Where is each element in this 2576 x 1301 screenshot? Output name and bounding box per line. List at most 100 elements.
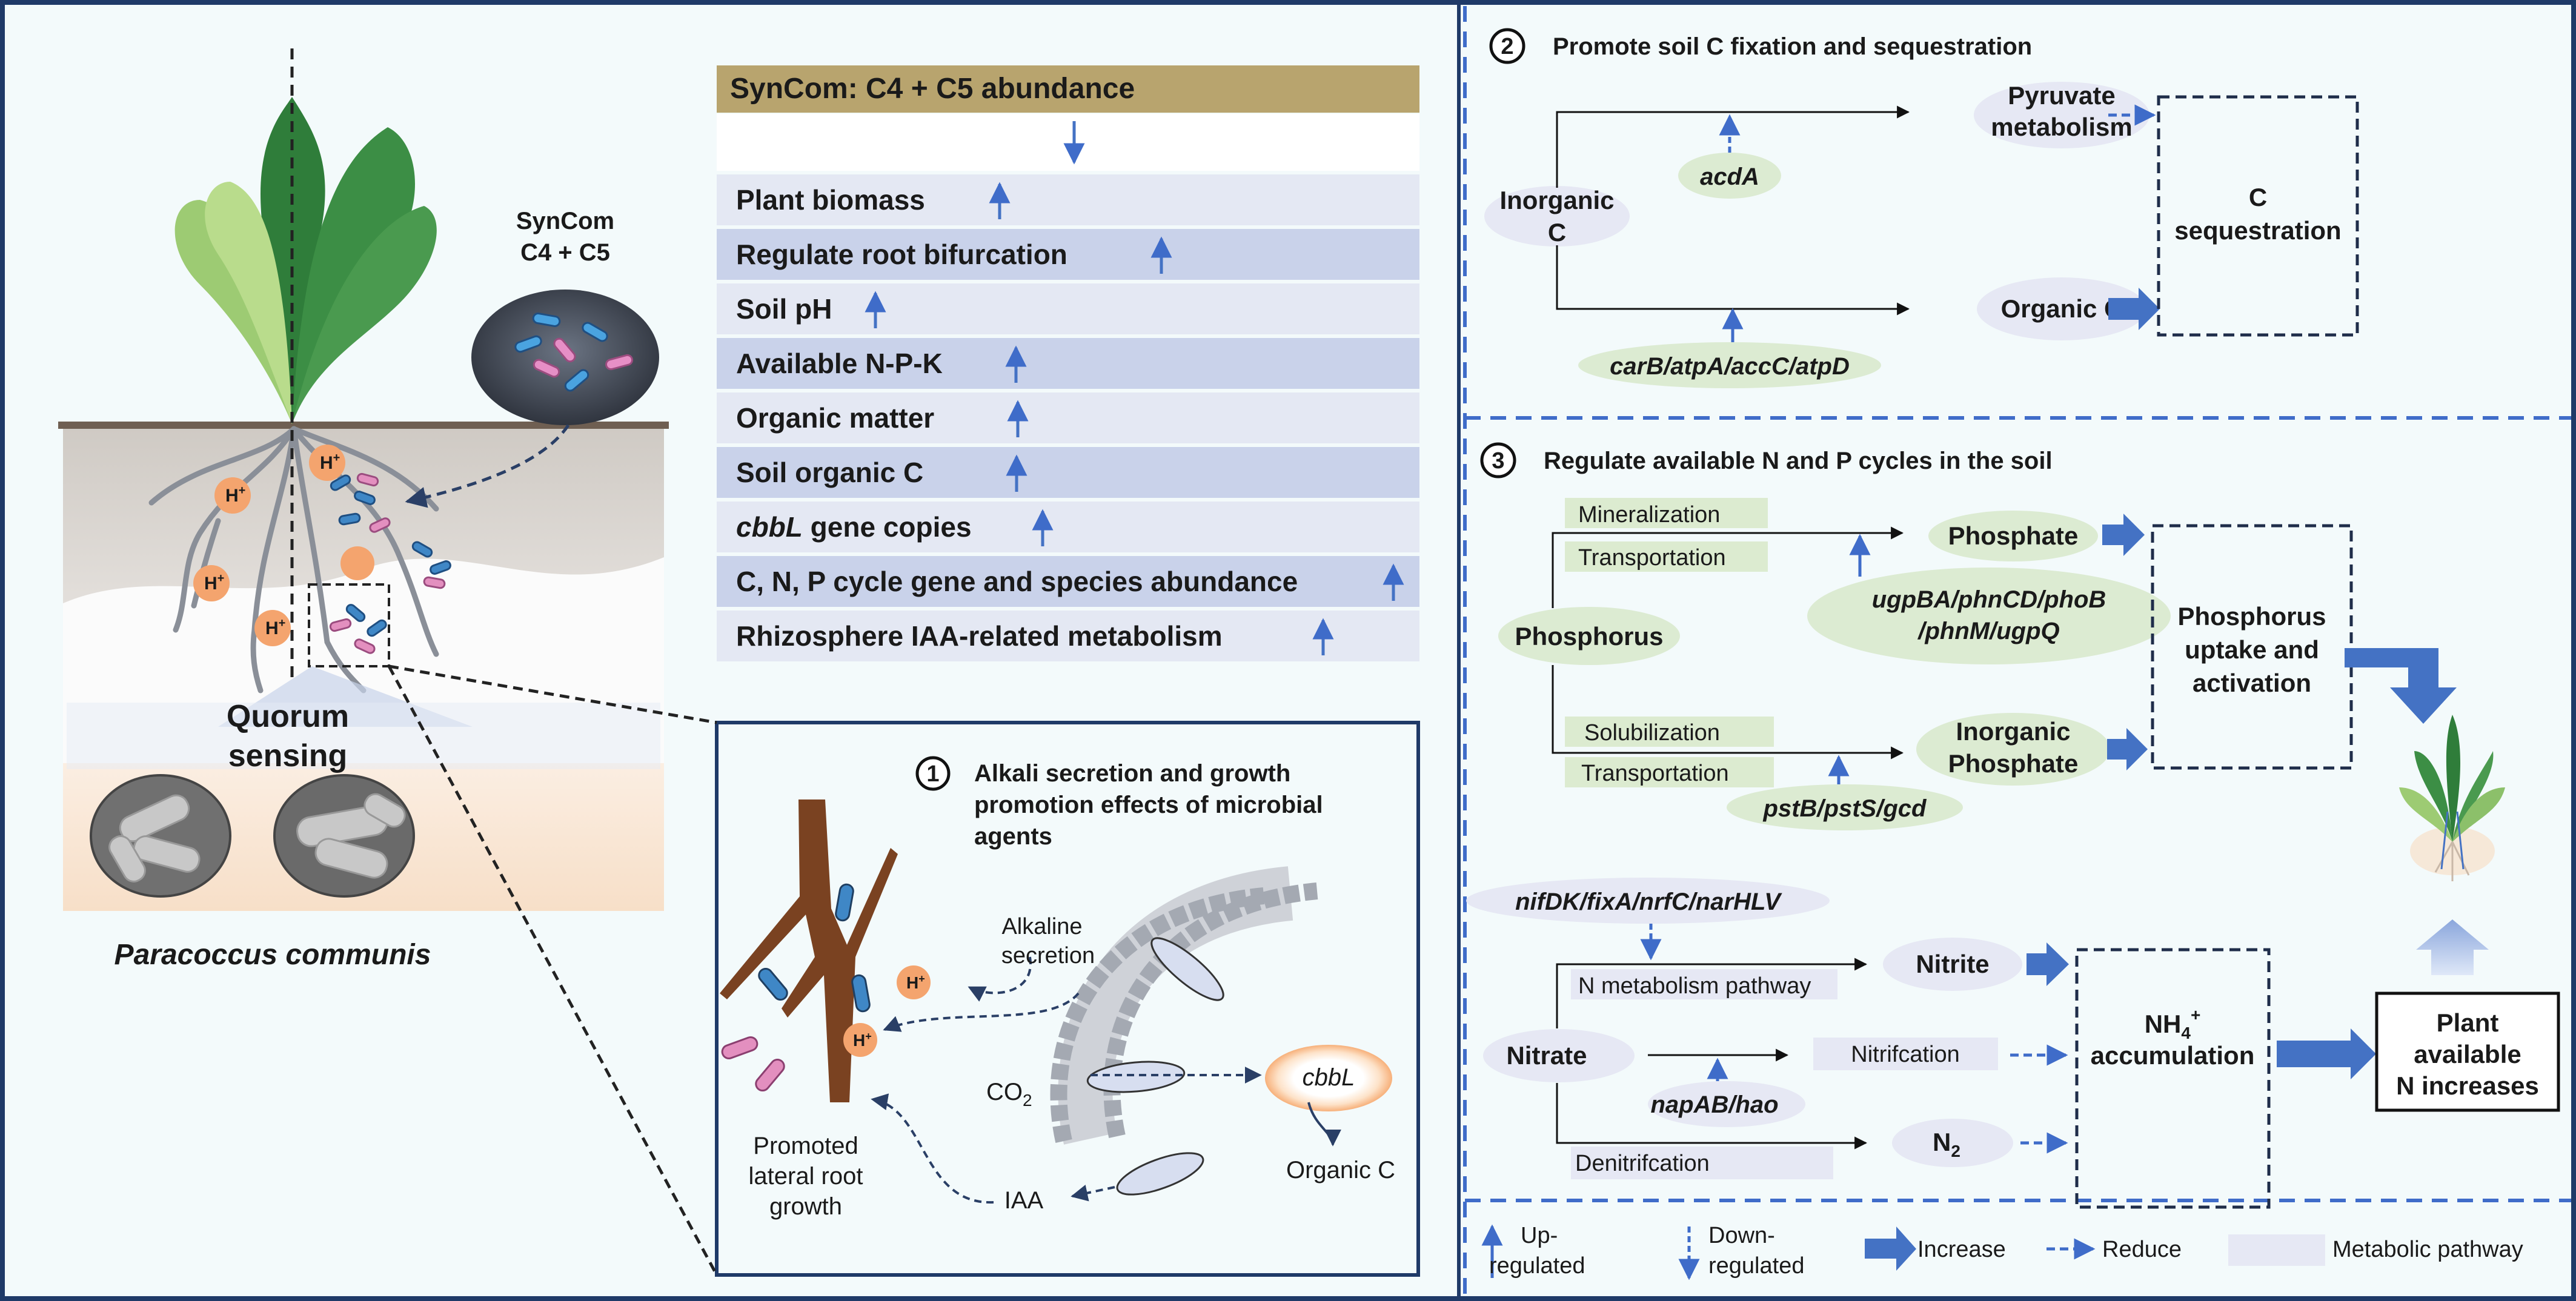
box1-title: agents: [974, 823, 1052, 850]
plant-n-label: Plant: [2437, 1008, 2499, 1037]
legend-pathway-label: Metabolic pathway: [2332, 1237, 2523, 1262]
nitrite-node: [1883, 938, 2022, 991]
box1-title: promotion effects of microbial: [974, 792, 1323, 818]
legend-down-label: regulated: [1708, 1253, 1804, 1279]
zoom-line: [388, 664, 717, 724]
napab-genes: napAB/hao: [1650, 1091, 1778, 1118]
c-sequestration-label: sequestration: [2174, 216, 2341, 245]
nitrite-increase-arrow: [2027, 942, 2069, 986]
ugpba-gene-node: [1807, 568, 2171, 664]
legend-down-label: Down-: [1708, 1223, 1775, 1248]
plant-soil-illustration: [58, 48, 669, 911]
pstb-gene-node: [1727, 784, 1963, 830]
legend-up-label: regulated: [1489, 1253, 1585, 1279]
quorum-sensing-label: Quorum: [227, 699, 349, 734]
phosphate-node: [1928, 511, 2098, 561]
nifdk-genes: nifDK/fixA/nrfC/narHLV: [1515, 889, 1782, 915]
table-row-label: Available N-P-K: [736, 348, 943, 379]
iaa-label: IAA: [1004, 1187, 1044, 1214]
quorum-sensing-label: sensing: [228, 738, 348, 773]
zoom-line: [387, 665, 719, 1276]
table-row-label: Soil pH: [736, 293, 832, 325]
transportation-label: Transportation: [1578, 545, 1726, 571]
lateral-root-illustration: [720, 799, 931, 1102]
plant-up-arrow: [2416, 919, 2489, 975]
nitrate-label: Nitrate: [1506, 1041, 1587, 1070]
legend-pathway-swatch: [2228, 1234, 2325, 1266]
transportation2-pathway: [1565, 757, 1774, 787]
nitrate-node: [1483, 1029, 1635, 1082]
inorg-phosphate-label: Inorganic: [1956, 717, 2070, 746]
promoted-label: growth: [769, 1193, 842, 1220]
panel2-title: Promote soil C fixation and sequestratio…: [1553, 33, 2032, 60]
n2-label: N2: [1933, 1128, 1960, 1160]
box1-number-circle: [915, 756, 951, 791]
transportation2-label: Transportation: [1581, 761, 1729, 786]
p-uptake-label: uptake and: [2185, 635, 2319, 664]
table-row-label: C, N, P cycle gene and species abundance: [736, 566, 1298, 597]
promoted-label: lateral root: [749, 1163, 863, 1190]
nh4-label: NH4+: [2145, 1005, 2201, 1042]
nifdk-gene-node: [1466, 878, 1830, 924]
ugpba-genes: /phnM/ugpQ: [1917, 618, 2059, 644]
promoted-label: Promoted: [753, 1133, 858, 1159]
carb-gene-node: [1578, 342, 1881, 388]
ugpba-genes: ugpBA/phnCD/phoB: [1872, 586, 2106, 613]
c-sequestration-box: [2157, 95, 2359, 337]
h-plus-label: H+: [204, 572, 224, 594]
nh4-box: [2075, 948, 2271, 1209]
h-plus-label: H+: [906, 973, 925, 992]
solubilization-pathway: [1565, 717, 1774, 747]
n-pathway-box: [1571, 969, 1837, 999]
organic-c-label: Organic C: [2001, 294, 2123, 323]
h-plus-markers: [193, 445, 345, 646]
solubilization-label: Solubilization: [1584, 720, 1720, 746]
napab-gene-node: [1648, 1081, 1805, 1127]
table-row: [717, 338, 1419, 389]
inorg-phosphate-increase-arrow: [2107, 728, 2148, 770]
phosphate-increase-arrow: [2102, 514, 2145, 556]
syncom-header-text: SynCom: C4 + C5 abundance: [730, 73, 1135, 105]
cell-membrane: [1050, 866, 1318, 1196]
panel3-number: 3: [1492, 448, 1504, 474]
h-plus-label: H+: [265, 617, 285, 638]
inorganic-c-node: [1484, 186, 1630, 247]
nitrification-label: Nitrifcation: [1851, 1042, 1960, 1067]
p-to-plant-arrow: [2345, 648, 2457, 724]
table-row-label: Rhizosphere IAA-related metabolism: [736, 620, 1223, 652]
panel3-number-circle: [1480, 442, 1516, 478]
p-uptake-label: Phosphorus: [2177, 602, 2326, 631]
cbbl-glow: [1265, 1045, 1392, 1111]
legend-reduce-label: Reduce: [2102, 1237, 2182, 1262]
syncom-header-bar: [717, 65, 1419, 113]
organic-c-label: Organic C: [1286, 1157, 1395, 1183]
plant-n-box: [2375, 991, 2560, 1112]
n-pathway-label: N metabolism pathway: [1578, 973, 1811, 999]
sem-image-1: [90, 774, 231, 898]
p-to-phosphate-arrow: [1552, 526, 1904, 608]
organic-increase-arrow: [2108, 288, 2160, 330]
plant-n-label: N increases: [2396, 1071, 2539, 1100]
nitrate-to-nitrite-arrow: [1556, 958, 1868, 1028]
nitrite-label: Nitrite: [1916, 950, 1989, 978]
denitrification-box: [1571, 1147, 1833, 1179]
alkaline-label: Alkaline: [1001, 914, 1082, 939]
iaa-to-root-arrow: [871, 1093, 994, 1204]
legend: Up- regulated Down- regulated Increase R…: [1481, 1223, 2523, 1280]
nitrification-box: [1813, 1038, 1998, 1070]
table-row: [717, 392, 1419, 443]
alkaline-label: secretion: [1001, 943, 1095, 968]
panel3-title: Regulate available N and P cycles in the…: [1544, 448, 2053, 474]
table-row: [717, 447, 1419, 498]
acda-gene-node: [1678, 153, 1781, 199]
inorganic-c-label: Inorganic: [1499, 186, 1614, 214]
nitrate-to-n2-arrow: [1556, 1083, 1868, 1150]
organic-c-node: [1977, 277, 2146, 340]
panel2-number-circle: [1489, 28, 1525, 64]
mineralization-pathway: [1565, 498, 1768, 528]
syncom-label: SynCom: [516, 208, 614, 234]
transportation-pathway: [1565, 541, 1768, 572]
